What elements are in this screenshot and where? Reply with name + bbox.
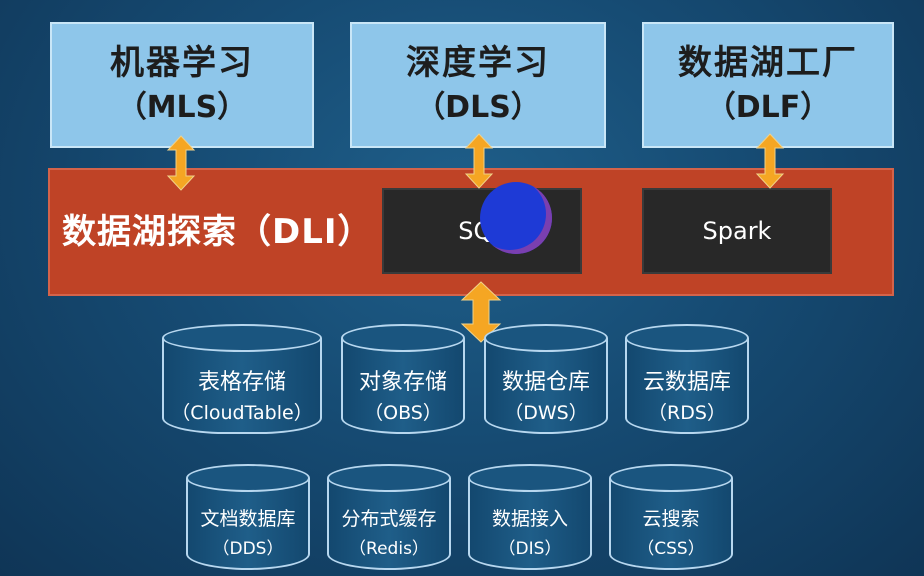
- cylinder-top: [341, 324, 465, 352]
- rds-name: 云数据库: [642, 370, 731, 395]
- cylinder-top: [468, 464, 592, 492]
- dws-abbr: （DWS）: [504, 402, 588, 424]
- dlf-box: 数据湖工厂 （DLF）: [642, 22, 894, 148]
- dis-abbr: （DIS）: [498, 539, 562, 559]
- css-name: 云搜索: [642, 508, 700, 530]
- dli-storage-arrow: [460, 281, 502, 343]
- redis-name: 分布式缓存: [341, 508, 437, 530]
- dli-label: 数据湖探索（DLI）: [62, 212, 373, 252]
- obs-name: 对象存储: [358, 370, 447, 395]
- dls-sql-arrow: [464, 133, 494, 189]
- dis-name: 数据接入: [491, 508, 568, 530]
- dis-cylinder: 数据接入 （DIS）: [468, 464, 592, 570]
- dds-name: 文档数据库: [200, 508, 296, 530]
- dds-abbr: （DDS）: [212, 539, 284, 559]
- obs-cylinder: 对象存储 （OBS）: [341, 324, 465, 434]
- mls-dli-arrow: [166, 135, 196, 191]
- dlf-spark-arrow: [755, 133, 785, 189]
- cylinder-top: [484, 324, 608, 352]
- cylinder-top: [327, 464, 451, 492]
- mls-box: 机器学习 （MLS）: [50, 22, 314, 148]
- rds-cylinder: 云数据库 （RDS）: [625, 324, 749, 434]
- cloudtable-cylinder: 表格存储 （CloudTable）: [162, 324, 322, 434]
- cloudtable-abbr: （CloudTable）: [171, 402, 313, 424]
- redis-abbr: （Redis）: [349, 539, 429, 559]
- dws-name: 数据仓库: [501, 370, 590, 395]
- mls-name: 机器学习: [110, 43, 254, 83]
- cylinder-top: [609, 464, 733, 492]
- cylinder-top: [186, 464, 310, 492]
- dls-abbr: （DLS）: [415, 90, 541, 125]
- cloudtable-name: 表格存储: [197, 370, 286, 395]
- pointer-highlight: [480, 182, 552, 254]
- spark-label: Spark: [702, 217, 772, 245]
- css-cylinder: 云搜索 （CSS）: [609, 464, 733, 570]
- dls-name: 深度学习: [406, 43, 550, 83]
- css-abbr: （CSS）: [637, 539, 705, 559]
- rds-abbr: （RDS）: [648, 402, 726, 424]
- dlf-abbr: （DLF）: [705, 90, 831, 125]
- spark-engine-box: Spark: [642, 188, 832, 274]
- obs-abbr: （OBS）: [364, 402, 442, 424]
- dls-box: 深度学习 （DLS）: [350, 22, 606, 148]
- mls-abbr: （MLS）: [116, 90, 248, 125]
- cylinder-top: [162, 324, 322, 352]
- dlf-name: 数据湖工厂: [678, 43, 858, 83]
- dws-cylinder: 数据仓库 （DWS）: [484, 324, 608, 434]
- dds-cylinder: 文档数据库 （DDS）: [186, 464, 310, 570]
- cylinder-top: [625, 324, 749, 352]
- redis-cylinder: 分布式缓存 （Redis）: [327, 464, 451, 570]
